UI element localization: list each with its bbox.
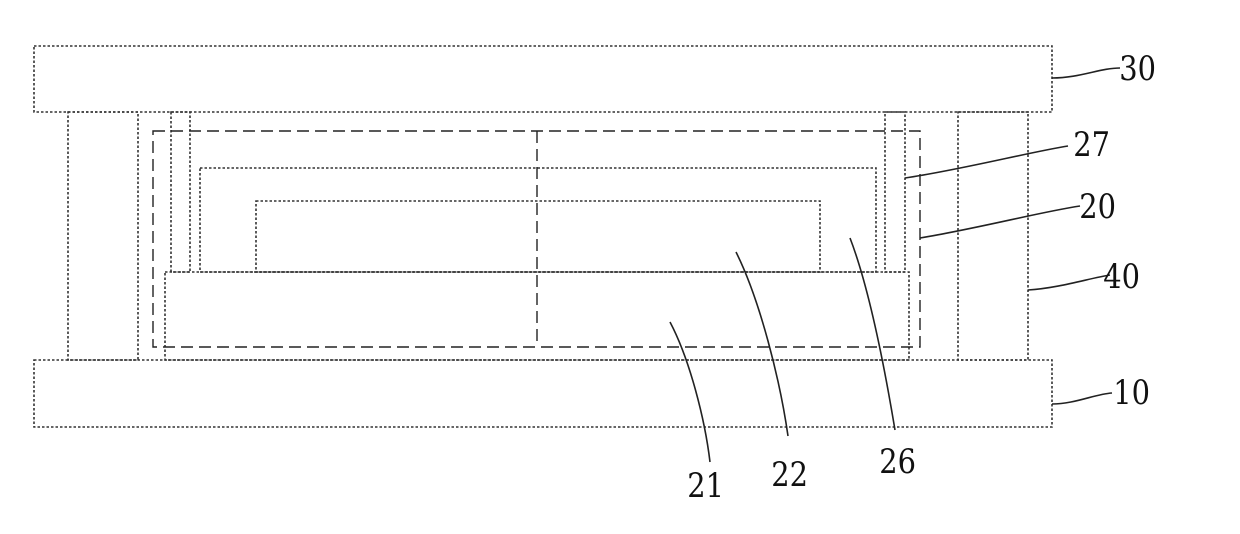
- label-27: 27: [1073, 126, 1110, 165]
- label-30: 30: [1119, 50, 1156, 89]
- label-20: 20: [1079, 188, 1116, 227]
- leader-20: [920, 206, 1080, 238]
- layer-30-top-substrate: [34, 46, 1052, 112]
- layer-26-encapsulation: [200, 168, 876, 272]
- leader-10: [1052, 393, 1112, 404]
- leader-40: [1028, 275, 1110, 290]
- label-22: 22: [771, 456, 808, 495]
- label-21: 21: [687, 467, 724, 506]
- leader-30: [1052, 68, 1120, 78]
- spacer-27-right: [885, 112, 905, 272]
- label-10: 10: [1113, 374, 1150, 413]
- leader-22: [736, 252, 788, 436]
- label-26: 26: [879, 443, 916, 482]
- layer-22-crosshatch: [256, 201, 820, 272]
- sealant-40-right: [958, 112, 1028, 360]
- leader-27: [905, 146, 1068, 178]
- leader-21: [670, 322, 710, 462]
- layer-10-bottom-substrate: [34, 360, 1052, 427]
- spacer-27-left: [171, 112, 190, 272]
- label-40: 40: [1103, 258, 1140, 297]
- sealant-40-left: [68, 112, 138, 360]
- leader-26: [850, 238, 895, 430]
